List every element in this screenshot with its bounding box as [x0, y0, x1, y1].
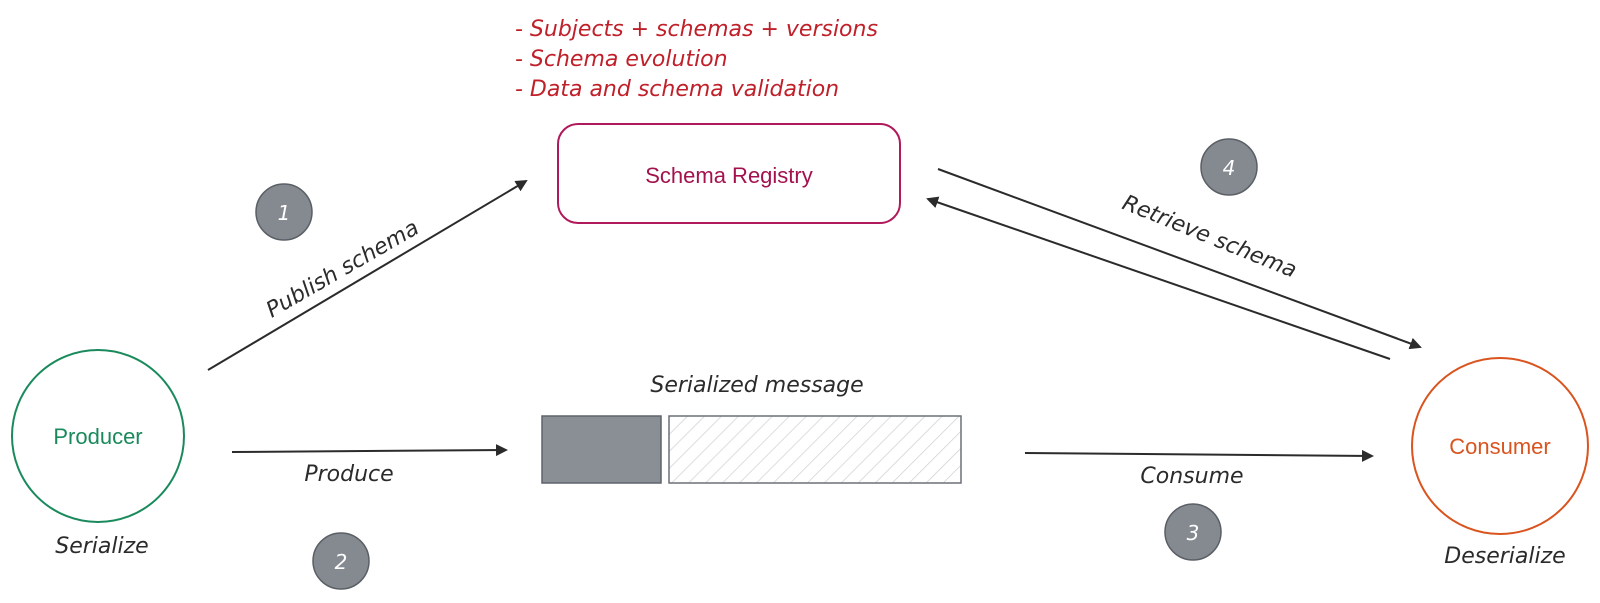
step-3-number: 3	[1187, 521, 1200, 545]
publish-schema-arrow	[207, 179, 528, 371]
note-subjects: - Subjects + schemas + versions	[515, 17, 878, 42]
producer-node[interactable]: Producer	[11, 349, 185, 523]
consumer-node[interactable]: Consumer	[1411, 357, 1589, 535]
step-badge-4: 4	[1200, 138, 1258, 196]
step-4-number: 4	[1223, 156, 1236, 180]
serialized-message	[541, 415, 962, 484]
message-header-block	[541, 415, 662, 484]
schema-registry-node[interactable]: Schema Registry	[557, 123, 901, 224]
retrieve-schema-arrow-back	[926, 196, 1391, 360]
step-2-number: 2	[335, 550, 348, 574]
consume-arrow	[1024, 449, 1374, 462]
consumer-circle	[1411, 357, 1589, 535]
producer-circle	[11, 349, 185, 523]
note-evolution: - Schema evolution	[515, 47, 728, 72]
step-1-number: 1	[278, 201, 291, 225]
step-badge-2: 2	[312, 532, 370, 590]
produce-label: Produce	[304, 462, 393, 487]
producer-caption: Serialize	[55, 534, 148, 559]
schema-registry-label: Schema Registry	[645, 163, 813, 188]
registry-notes: - Subjects + schemas + versions - Schema…	[515, 17, 878, 102]
message-label: Serialized message	[650, 373, 863, 398]
schema-registry-box	[557, 123, 901, 224]
consumer-label: Consumer	[1449, 434, 1550, 459]
consumer-caption: Deserialize	[1444, 544, 1565, 569]
message-payload-block	[668, 415, 962, 484]
producer-label: Producer	[53, 424, 142, 449]
step-badge-1: 1	[255, 183, 313, 241]
produce-arrow	[231, 444, 508, 457]
retrieve-schema-arrow-out	[937, 168, 1422, 350]
note-validation: - Data and schema validation	[515, 77, 839, 102]
consume-label: Consume	[1140, 464, 1243, 489]
step-badge-3: 3	[1164, 503, 1222, 561]
